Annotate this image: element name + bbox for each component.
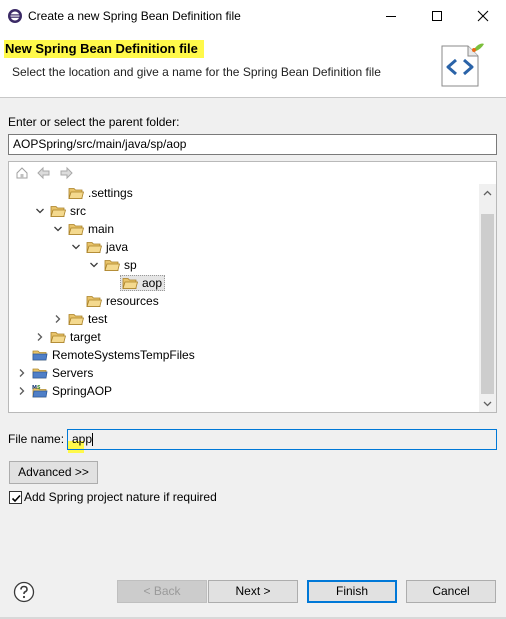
tree-item[interactable]: sp bbox=[9, 256, 479, 274]
chevron-down-icon[interactable] bbox=[70, 241, 82, 253]
maximize-button[interactable] bbox=[414, 0, 460, 32]
close-icon bbox=[477, 10, 489, 22]
tree-item-label: Servers bbox=[52, 366, 94, 380]
tree-scrollbar[interactable] bbox=[479, 184, 496, 412]
folder-open-icon bbox=[104, 258, 121, 272]
chevron-down-icon[interactable] bbox=[34, 205, 46, 217]
minimize-icon bbox=[386, 16, 396, 17]
text-highlight bbox=[68, 441, 84, 453]
chevron-up-icon bbox=[483, 190, 492, 195]
cancel-button[interactable]: Cancel bbox=[406, 580, 496, 603]
minimize-button[interactable] bbox=[368, 0, 414, 32]
wizard-description: Select the location and give a name for … bbox=[12, 65, 381, 79]
spring-nature-checkbox[interactable] bbox=[9, 491, 22, 504]
tree-item-label: SpringAOP bbox=[52, 384, 113, 398]
eclipse-icon bbox=[7, 8, 23, 24]
tree-item[interactable]: src bbox=[9, 202, 479, 220]
tree-item-label: RemoteSystemsTempFiles bbox=[52, 348, 195, 362]
tree-item[interactable]: aop bbox=[9, 274, 479, 292]
chevron-down-icon bbox=[483, 401, 492, 406]
parent-folder-label: Enter or select the parent folder: bbox=[8, 115, 180, 129]
tree-item-label: src bbox=[70, 204, 86, 218]
chevron-right-icon[interactable] bbox=[34, 331, 46, 343]
scroll-down-button[interactable] bbox=[479, 395, 496, 412]
tree-item-label: test bbox=[88, 312, 108, 326]
folder-open-icon bbox=[122, 276, 139, 290]
chevron-down-icon[interactable] bbox=[52, 223, 64, 235]
folder-open-icon bbox=[86, 294, 103, 308]
folder-open-icon bbox=[86, 240, 103, 254]
back-button[interactable]: < Back bbox=[117, 580, 207, 603]
back-icon[interactable] bbox=[37, 166, 51, 180]
tree-item-label: .settings bbox=[88, 186, 133, 200]
tree-item[interactable]: test bbox=[9, 310, 479, 328]
check-icon bbox=[11, 494, 21, 503]
wizard-title: New Spring Bean Definition file bbox=[4, 40, 204, 58]
chevron-right-icon[interactable] bbox=[16, 367, 28, 379]
scroll-up-button[interactable] bbox=[479, 184, 496, 201]
folder-open-icon bbox=[68, 222, 85, 236]
folder-open-icon bbox=[50, 330, 67, 344]
svg-text:M: M bbox=[32, 385, 37, 391]
spring-nature-label: Add Spring project nature if required bbox=[24, 490, 217, 504]
window-title: Create a new Spring Bean Definition file bbox=[28, 9, 241, 23]
window-bottom-border bbox=[0, 617, 506, 619]
maximize-icon bbox=[432, 11, 442, 21]
home-icon[interactable] bbox=[15, 166, 29, 180]
title-bar: Create a new Spring Bean Definition file bbox=[0, 0, 506, 32]
tree-item-label: target bbox=[70, 330, 101, 344]
project-folder-icon bbox=[32, 366, 48, 380]
tree-item[interactable]: resources bbox=[9, 292, 479, 310]
tree-item[interactable]: RemoteSystemsTempFiles bbox=[9, 346, 479, 364]
parent-folder-input[interactable]: AOPSpring/src/main/java/sp/aop bbox=[8, 134, 497, 155]
svg-text:S: S bbox=[37, 385, 41, 391]
scroll-thumb[interactable] bbox=[481, 214, 494, 394]
tree-item-label: java bbox=[106, 240, 129, 254]
file-name-label: File name: bbox=[8, 432, 65, 446]
tree-item-label: sp bbox=[124, 258, 137, 272]
chevron-down-icon[interactable] bbox=[88, 259, 100, 271]
chevron-right-icon[interactable] bbox=[16, 385, 28, 397]
tree-item[interactable]: target bbox=[9, 328, 479, 346]
tree-item[interactable]: Servers bbox=[9, 364, 479, 382]
forward-icon[interactable] bbox=[59, 166, 73, 180]
tree-item-label: resources bbox=[106, 294, 159, 308]
project-folder-icon bbox=[32, 348, 48, 362]
next-button[interactable]: Next > bbox=[208, 580, 298, 603]
file-name-value: app bbox=[72, 432, 93, 446]
folder-open-icon bbox=[68, 312, 85, 326]
wizard-banner: New Spring Bean Definition file Select t… bbox=[0, 32, 506, 98]
folder-open-icon bbox=[68, 186, 85, 200]
help-button[interactable] bbox=[13, 581, 35, 603]
close-button[interactable] bbox=[460, 0, 506, 32]
chevron-right-icon[interactable] bbox=[52, 313, 64, 325]
file-name-input[interactable]: app bbox=[67, 429, 497, 450]
help-icon bbox=[13, 581, 35, 603]
xml-file-wizard-icon bbox=[438, 40, 488, 90]
text-cursor bbox=[92, 433, 94, 447]
tree-item-label: aop bbox=[142, 276, 163, 290]
advanced-button[interactable]: Advanced >> bbox=[9, 461, 98, 484]
tree-item[interactable]: java bbox=[9, 238, 479, 256]
tree-item[interactable]: .settings bbox=[9, 184, 479, 202]
tree-toolbar bbox=[9, 162, 496, 184]
tree-item-label: main bbox=[88, 222, 115, 236]
finish-button[interactable]: Finish bbox=[307, 580, 397, 603]
tree-item[interactable]: main bbox=[9, 220, 479, 238]
folder-open-icon bbox=[50, 204, 67, 218]
